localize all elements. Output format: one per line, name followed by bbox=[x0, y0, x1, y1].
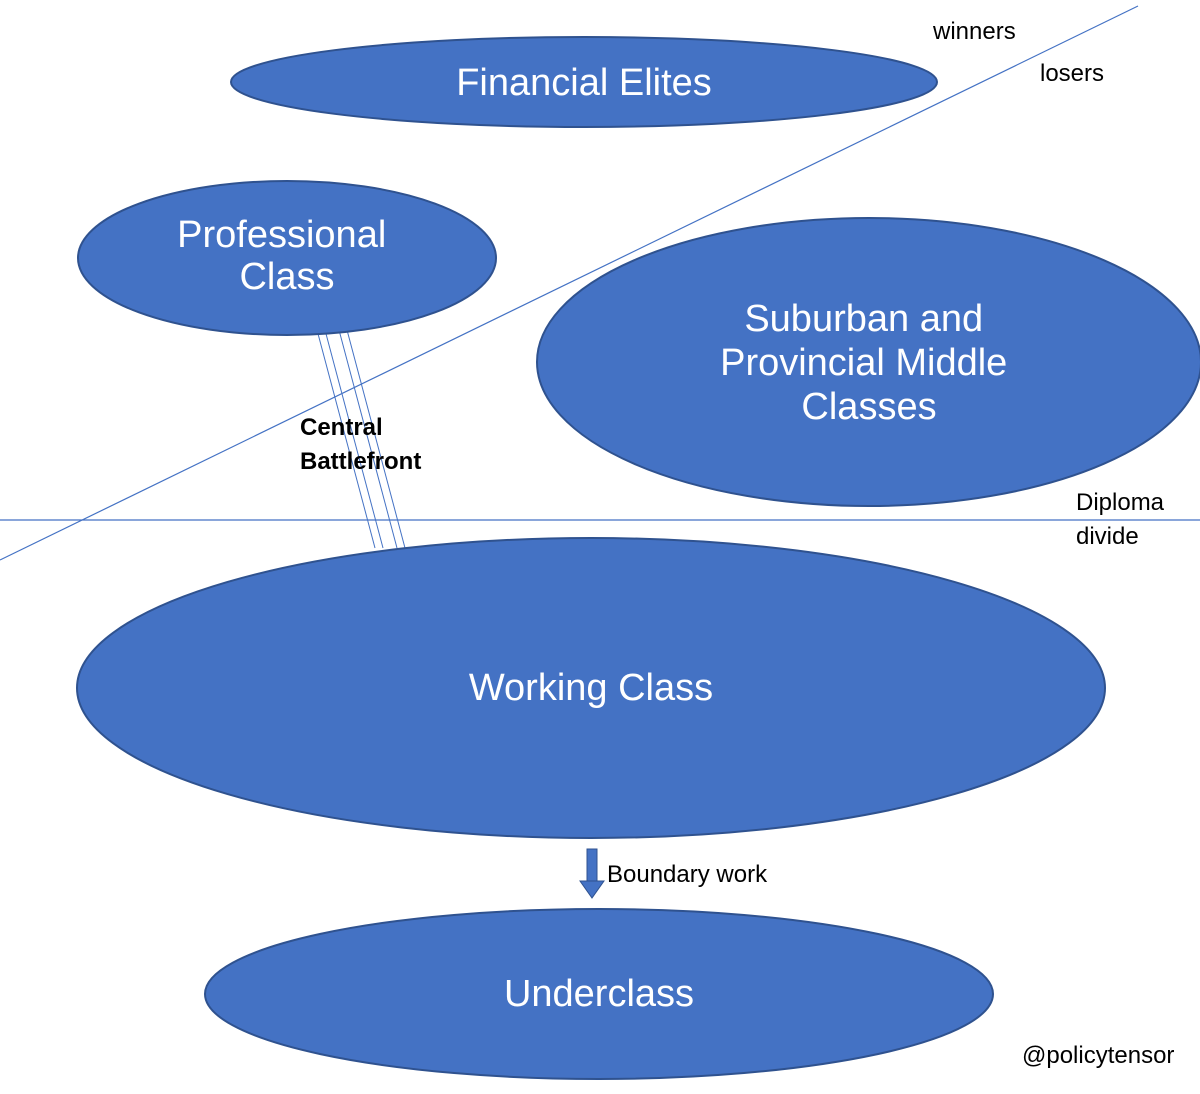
suburban-middle-classes-label: Suburban and Provincial Middle Classes bbox=[720, 298, 1018, 428]
central-battlefront-label-line: Central bbox=[300, 414, 383, 441]
underclass-label-line: Underclass bbox=[504, 973, 694, 1015]
central-battlefront-lines bbox=[316, 329, 406, 549]
underclass-node: Underclass bbox=[204, 908, 994, 1080]
diploma-divide-label-line: divide bbox=[1076, 523, 1139, 550]
professional-class-label: Professional Class bbox=[177, 214, 397, 298]
underclass-label: Underclass bbox=[504, 973, 694, 1015]
working-class-label-line: Working Class bbox=[469, 667, 713, 709]
professional-class-label-line: Class bbox=[239, 256, 334, 298]
central-battlefront-label-line: Battlefront bbox=[300, 448, 421, 475]
suburban-middle-classes-label-line: Provincial Middle bbox=[720, 342, 1007, 384]
central-battlefront-label: Central Battlefront bbox=[300, 414, 421, 475]
financial-elites-label-line: Financial Elites bbox=[456, 62, 712, 104]
battlefront-line bbox=[316, 329, 376, 549]
battlefront-line bbox=[324, 329, 384, 549]
boundary-work-label: Boundary work bbox=[607, 861, 768, 888]
financial-elites-ellipse bbox=[230, 36, 938, 128]
battlefront-line bbox=[338, 329, 398, 549]
professional-class-label-line: Professional bbox=[177, 214, 386, 256]
boundary-work-arrow bbox=[579, 848, 605, 899]
working-class-label: Working Class bbox=[469, 667, 713, 709]
professional-class-ellipse bbox=[77, 180, 497, 336]
policytensor-credit: @policytensor bbox=[1022, 1042, 1174, 1069]
financial-elites-label: Financial Elites bbox=[456, 62, 712, 104]
boundary-work-arrow-shaft bbox=[586, 848, 598, 884]
suburban-middle-classes-ellipse bbox=[536, 217, 1200, 507]
financial-elites-node: Financial Elites bbox=[230, 36, 938, 128]
underclass-ellipse bbox=[204, 908, 994, 1080]
working-class-node: Working Class bbox=[76, 537, 1106, 839]
battlefront-line bbox=[346, 329, 406, 549]
diploma-divide-label: Diploma divide bbox=[1076, 489, 1171, 550]
winners-losers-divide-line bbox=[0, 5, 1139, 561]
working-class-ellipse bbox=[76, 537, 1106, 839]
suburban-middle-classes-label-line: Classes bbox=[801, 386, 936, 428]
professional-class-node: Professional Class bbox=[77, 180, 497, 336]
diploma-divide-label-line: Diploma bbox=[1076, 489, 1165, 516]
suburban-middle-classes-node: Suburban and Provincial Middle Classes bbox=[536, 217, 1200, 507]
suburban-middle-classes-label-line: Suburban and bbox=[744, 298, 983, 340]
boundary-work-arrow-head bbox=[579, 880, 605, 899]
losers-label: losers bbox=[1040, 60, 1104, 87]
winners-label: winners bbox=[932, 18, 1016, 45]
